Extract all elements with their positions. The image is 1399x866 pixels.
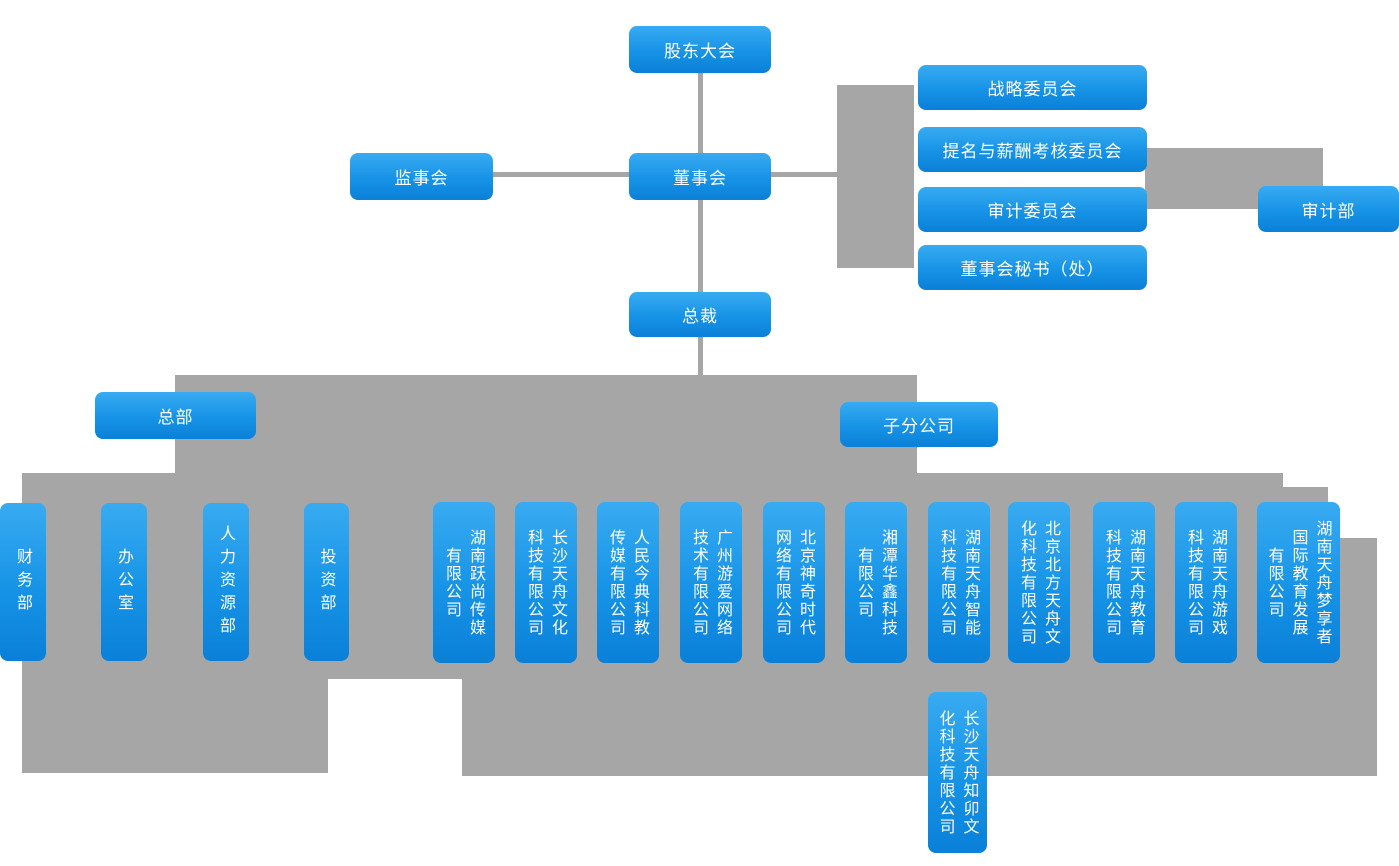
connector-board-to-president: [698, 200, 703, 292]
node-subsidiary-beifang-tianzhou: 北京北方天舟文 化科技有限公司: [1008, 502, 1070, 663]
node-label: 子分公司: [883, 417, 955, 437]
node-headquarters: 总部: [95, 392, 256, 439]
node-label: 北京北方天舟文 化科技有限公司: [1018, 519, 1061, 646]
node-subsidiary-yueshang-media: 湖南跃尚传媒 有限公司: [433, 502, 495, 663]
node-subsidiary-tianzhou-education: 湖南天舟教育 科技有限公司: [1093, 502, 1155, 663]
node-president: 总裁: [629, 292, 771, 337]
node-label: 战略委员会: [987, 80, 1078, 100]
node-audit-department: 审计部: [1258, 186, 1399, 232]
node-subsidiary-tianzhou-intelligent: 湖南天舟智能 科技有限公司: [928, 502, 990, 663]
node-label: 董事会: [673, 169, 727, 189]
node-label: 董事会秘书（处）: [960, 260, 1105, 280]
connector-committees-bar: [837, 85, 914, 268]
node-label: 投资部: [317, 547, 337, 617]
node-label: 股东大会: [664, 42, 736, 62]
node-dept-office: 办公室: [101, 503, 147, 661]
node-board-secretary-office: 董事会秘书（处）: [918, 245, 1147, 290]
node-label: 湖南天舟梦享者 国际教育发展 有限公司: [1265, 519, 1333, 646]
node-label: 提名与薪酬考核委员会: [942, 142, 1123, 162]
connector-supervisory-to-board: [493, 172, 629, 177]
node-label: 湖南跃尚传媒 有限公司: [443, 528, 486, 637]
node-dept-hr: 人力资源部: [203, 503, 249, 661]
node-subsidiary-zhimao: 长沙天舟知卯文 化科技有限公司: [928, 692, 987, 853]
node-label: 人民今典科教 传媒有限公司: [607, 528, 650, 637]
node-shareholders-meeting: 股东大会: [629, 26, 771, 73]
node-dept-finance: 财务部: [0, 503, 46, 661]
node-subsidiary-renmin-jindian: 人民今典科教 传媒有限公司: [597, 502, 659, 663]
connector-shareholders-to-board: [698, 73, 703, 153]
node-audit-committee: 审计委员会: [918, 187, 1147, 232]
connector-branch-band: [175, 375, 917, 473]
connector-board-to-committees-bar: [771, 172, 837, 177]
node-subsidiary-huaxin-tech: 湘潭华鑫科技 有限公司: [845, 502, 907, 663]
connector-lower-band-left: [22, 679, 328, 773]
node-label: 财务部: [14, 547, 33, 617]
node-strategy-committee: 战略委员会: [918, 65, 1147, 110]
node-label: 审计委员会: [987, 202, 1078, 222]
node-label: 湖南天舟教育 科技有限公司: [1103, 528, 1146, 637]
connector-lower-band-right: [462, 679, 1377, 776]
node-label: 审计部: [1301, 201, 1356, 222]
node-nomination-compensation-committee: 提名与薪酬考核委员会: [918, 127, 1147, 172]
node-label: 长沙天舟文化 科技有限公司: [525, 528, 568, 637]
node-label: 湘潭华鑫科技 有限公司: [855, 528, 898, 637]
node-label: 长沙天舟知卯文 化科技有限公司: [936, 709, 980, 836]
node-label: 湖南天舟智能 科技有限公司: [938, 528, 981, 637]
node-label: 广州游爱网络 技术有限公司: [690, 528, 733, 637]
node-subsidiary-shenqi-shidai: 北京神奇时代 网络有限公司: [763, 502, 825, 663]
node-label: 总裁: [682, 307, 718, 327]
node-supervisory-board: 监事会: [350, 153, 493, 200]
connector-president-to-branch-band: [698, 337, 703, 375]
node-label: 监事会: [394, 169, 449, 189]
node-dept-investment: 投资部: [304, 503, 349, 661]
node-subsidiary-youai-network: 广州游爱网络 技术有限公司: [680, 502, 742, 663]
node-label: 北京神奇时代 网络有限公司: [773, 528, 816, 637]
node-label: 办公室: [115, 547, 134, 617]
node-subsidiary-mengxiangzhe: 湖南天舟梦享者 国际教育发展 有限公司: [1257, 502, 1340, 663]
node-subsidiaries-group: 子分公司: [840, 402, 998, 447]
node-subsidiary-tianzhou-culture-tech: 长沙天舟文化 科技有限公司: [515, 502, 577, 663]
node-label: 总部: [157, 408, 194, 428]
node-label: 湖南天舟游戏 科技有限公司: [1185, 528, 1228, 637]
node-board-of-directors: 董事会: [629, 153, 771, 200]
node-subsidiary-tianzhou-games: 湖南天舟游戏 科技有限公司: [1175, 502, 1237, 663]
node-label: 人力资源部: [217, 524, 236, 640]
